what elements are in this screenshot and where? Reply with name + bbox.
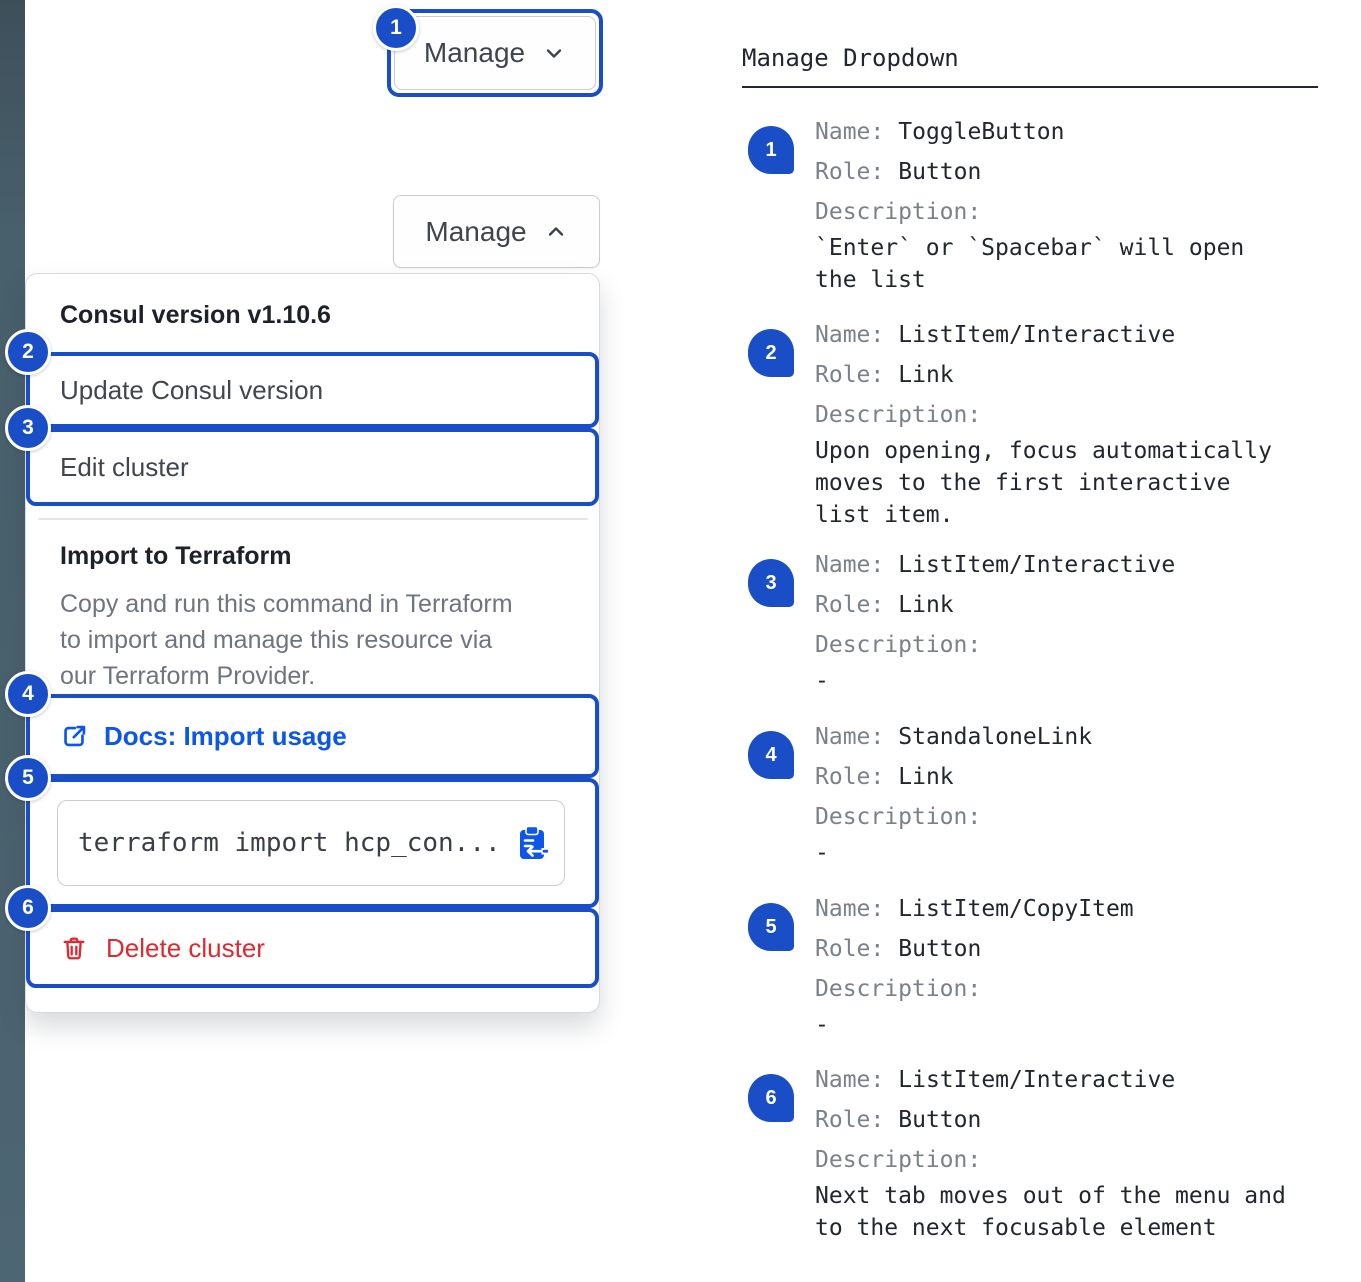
spec-description-label: Description: [815,402,982,428]
spec-description-label: Description: [815,199,982,225]
spec-description-text: `Enter` or `Spacebar` will open the list [815,235,1245,293]
menu-divider [38,518,588,520]
manage-toggle-button-collapsed[interactable]: Manage [394,16,596,90]
spec-name-row: Name:ListItem/CopyItem [815,896,1134,922]
marker-5: 5 [5,755,51,801]
clipboard-copy-icon[interactable] [516,825,548,861]
docs-link-label: Docs: Import usage [104,720,347,751]
spec-item-3: 3 Name:ListItem/Interactive Role:Link De… [748,545,1323,697]
spec-item-1: 1 Name:ToggleButton Role:Button Descript… [748,112,1323,296]
trash-icon [60,934,88,962]
import-terraform-description: Copy and run this command in Terraform t… [60,590,513,690]
menu-item-edit-cluster[interactable]: Edit cluster [26,428,599,506]
consul-version-header: Consul version v1.10.6 [60,301,331,329]
menu-item-label: Update Consul version [60,374,324,405]
chevron-down-icon [542,41,566,65]
spec-panel-title: Manage Dropdown [742,44,959,72]
spec-marker-3: 3 [748,559,794,607]
marker-3: 3 [5,405,51,451]
copy-snippet-button[interactable]: terraform import hcp_con... [57,800,565,886]
spec-description-label: Description: [815,804,982,830]
spec-marker-6: 6 [748,1074,794,1122]
external-link-icon [60,722,89,751]
spec-description-text: - [815,1012,829,1038]
marker-2: 2 [5,329,51,375]
spec-role-row: Role:Button [815,1107,982,1133]
spec-name-row: Name:ToggleButton [815,119,1065,145]
docs-import-usage-link[interactable]: Docs: Import usage [26,694,599,778]
spec-description-text: Next tab moves out of the menu and to th… [815,1183,1286,1241]
spec-description-label: Description: [815,632,982,658]
spec-item-5: 5 Name:ListItem/CopyItem Role:Button Des… [748,889,1323,1041]
spec-marker-2: 2 [748,329,794,377]
menu-item-update-consul-version[interactable]: Update Consul version [26,352,599,428]
spec-role-row: Role:Link [815,764,954,790]
marker-6: 6 [5,885,51,931]
import-terraform-header: Import to Terraform [60,542,292,570]
spec-marker-4: 4 [748,731,794,779]
spec-marker-1: 1 [748,126,794,174]
spec-name-row: Name:ListItem/Interactive [815,1067,1176,1093]
spec-role-row: Role:Button [815,159,982,185]
spec-description-text: - [815,840,829,866]
manage-button-label: Manage [423,37,526,68]
spec-description-text: - [815,668,829,694]
marker-1: 1 [373,5,419,51]
spec-name-row: Name:ListItem/Interactive [815,322,1176,348]
manage-toggle-button-expanded[interactable]: Manage [393,195,600,268]
annotation-outline-toggle-button: Manage [387,9,603,97]
manage-button-label: Manage [425,215,527,247]
spec-name-row: Name:ListItem/Interactive [815,552,1176,578]
spec-description-label: Description: [815,1147,982,1173]
menu-item-delete-cluster[interactable]: Delete cluster [26,908,599,988]
chevron-up-icon [544,220,568,244]
marker-4: 4 [5,671,51,717]
spec-description-text: Upon opening, focus automatically moves … [815,438,1272,528]
delete-cluster-label: Delete cluster [106,932,265,963]
copy-snippet-row: terraform import hcp_con... [26,778,599,908]
spec-item-4: 4 Name:StandaloneLink Role:Link Descript… [748,717,1323,869]
spec-role-row: Role:Button [815,936,982,962]
spec-role-row: Role:Link [815,592,954,618]
terraform-command-text: terraform import hcp_con... [78,828,501,858]
spec-title-rule [742,86,1318,88]
spec-role-row: Role:Link [815,362,954,388]
spec-marker-5: 5 [748,903,794,951]
spec-description-label: Description: [815,976,982,1002]
sidebar-edge [0,0,25,1282]
spec-item-6: 6 Name:ListItem/Interactive Role:Button … [748,1060,1323,1244]
manage-dropdown-panel [25,273,600,1013]
menu-item-label: Edit cluster [60,451,189,482]
spec-name-row: Name:StandaloneLink [815,724,1093,750]
spec-item-2: 2 Name:ListItem/Interactive Role:Link De… [748,315,1323,531]
